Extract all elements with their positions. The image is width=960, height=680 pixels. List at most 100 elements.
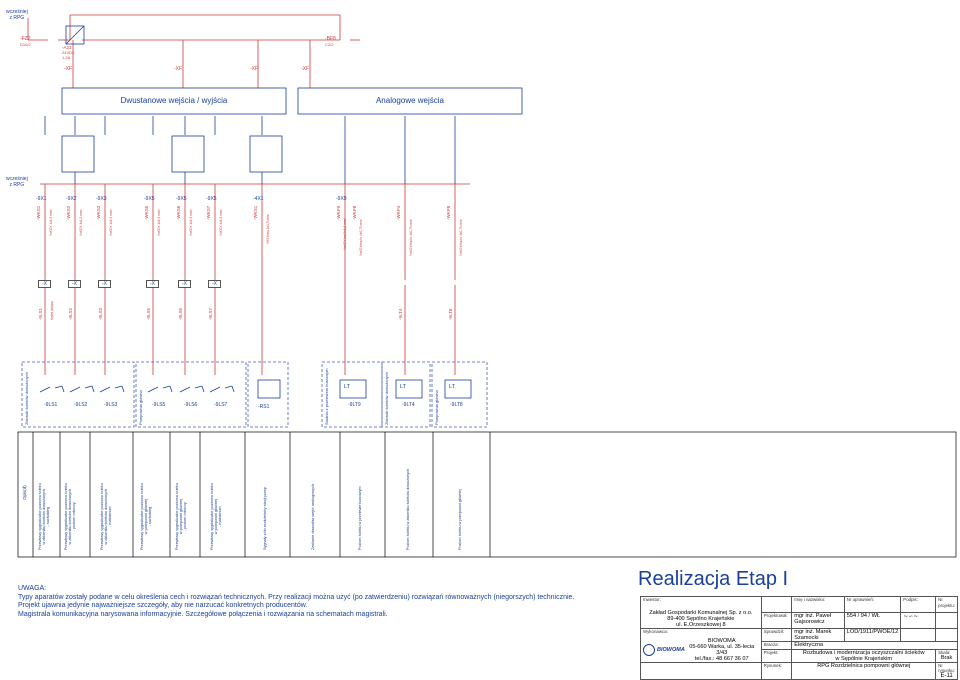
- level-switch-9ls7[interactable]: -9LS7: [214, 402, 228, 408]
- legend-col: Przewłowy sygnalizator poziomu ścieku w …: [64, 483, 76, 550]
- zone-label: Pompownia główna: [434, 390, 439, 425]
- drawing-value: RPG Rozdzielnica pompowni głównej: [817, 663, 911, 669]
- analog-io-module-label[interactable]: Analogowe wejścia: [375, 96, 445, 105]
- terminal-9x2[interactable]: -9X2: [66, 196, 77, 202]
- junction-x[interactable]: -X: [146, 280, 159, 288]
- junction-x[interactable]: -X: [98, 280, 111, 288]
- cable-type-label: YnKGY 4x1,5 mm²: [49, 209, 53, 236]
- legend-col: Przewłowy sygnalizator poziomu ścieku w …: [175, 483, 187, 550]
- sensor-cable-label: -9LS2: [68, 307, 73, 320]
- notes-line: Magistrala komunikacyjna narysowana info…: [18, 610, 388, 618]
- notes-title: UWAGA:: [18, 585, 47, 592]
- branch-value: Elektryczna: [794, 642, 824, 649]
- rs1-box: [257, 379, 281, 399]
- zone-label: Pompownia główna: [138, 390, 143, 425]
- breaker-fz2[interactable]: -FZ2: [20, 36, 31, 42]
- level-switch-9ls6[interactable]: -9LS6: [184, 402, 198, 408]
- junction-x[interactable]: -X: [178, 280, 191, 288]
- junction-x[interactable]: -X: [68, 280, 81, 288]
- terminal-9x5-b[interactable]: -9X5: [176, 196, 187, 202]
- lt-box-2: [395, 379, 423, 399]
- designer-name: mgr inż. Paweł Gajsorowicz: [794, 613, 831, 625]
- terminal-4x1[interactable]: -4X1: [253, 196, 264, 202]
- level-switch-9ls3[interactable]: -9LS3: [104, 402, 118, 408]
- cable-type-label: YnKGY 4x1,5 mm²: [189, 209, 193, 236]
- legend-col: Sygnały z/do rozdzielnicy stacji pomp: [263, 487, 267, 550]
- breaker-fz2-sub: D10/2: [20, 42, 31, 47]
- scale-value: Brak: [940, 654, 953, 661]
- legend-table: [17, 431, 957, 558]
- cable-label: -WKS7: [206, 205, 211, 220]
- level-transmitter-9lt4[interactable]: -9LT4: [402, 402, 415, 408]
- legend-col: Przewłowy sygnalizator poziomu ścieku w …: [140, 483, 152, 550]
- junction-x[interactable]: -X: [208, 280, 221, 288]
- blue-wiring: [21, 25, 523, 428]
- terminal-xf-1[interactable]: -XF: [64, 66, 73, 72]
- drawing-label: Rysunek:: [763, 663, 782, 668]
- junction-x[interactable]: -X: [38, 280, 51, 288]
- branch-label: Branża:: [763, 642, 779, 648]
- terminal-9x5-a[interactable]: -9X5: [144, 196, 155, 202]
- terminal-xf-2[interactable]: -XF: [174, 66, 183, 72]
- cable-type-label: YnKGY 4x1,5 mm²: [157, 209, 161, 236]
- rs1-label[interactable]: -RS1: [258, 404, 270, 410]
- notes-line: Typy aparatów zostały podane w celu okre…: [18, 593, 575, 601]
- level-switch-9ls2[interactable]: -9LS2: [74, 402, 88, 408]
- cable-type-label: YnKGY 4x1,5 mm²: [219, 209, 223, 236]
- terminal-9x1[interactable]: -9X1: [36, 196, 47, 202]
- role-checked: Sprawdził:: [763, 629, 784, 634]
- terminal-9x9[interactable]: -9X9: [336, 196, 347, 202]
- terminal-xf-3[interactable]: -XF: [250, 66, 259, 72]
- scale-label: Skala:: [938, 649, 951, 655]
- cable-label: -WKP9: [336, 205, 341, 220]
- analog-io-module-box: [297, 87, 523, 115]
- sheet-value: E-11: [940, 673, 953, 679]
- terminal-9x3[interactable]: -9X3: [96, 196, 107, 202]
- contractor-line: BIOWOMA: [707, 638, 736, 644]
- zone-box-4: [321, 361, 383, 428]
- cable-label: -WKS5: [144, 205, 149, 220]
- signature-cell: ~∽~: [900, 612, 937, 629]
- lt-box-label: LT: [344, 384, 351, 390]
- power-supply-a23[interactable]: -A23: [62, 45, 72, 50]
- terminal-xf-4[interactable]: -XF: [301, 66, 310, 72]
- level-transmitter-9lt9[interactable]: -9LT9: [348, 402, 361, 408]
- sensor-cable-label: -9LS3: [98, 307, 103, 320]
- investor-line: Zakład Gospodarki Komunalnej Sp. z o.o.: [649, 610, 753, 616]
- header-permission: Nr uprawnień:: [846, 597, 875, 602]
- breaker-bf8-sub: C2/2: [325, 42, 334, 47]
- breaker-bf8[interactable]: -BF8: [325, 36, 336, 42]
- lt-box-1: [339, 379, 367, 399]
- supply-label-top: wcześniej z RPG: [6, 9, 28, 21]
- signature-mark: ~∽~: [903, 613, 919, 620]
- biowoma-logo-text: BIOWOMA: [657, 647, 685, 653]
- sensor-cable-label: -9LT4: [398, 308, 403, 320]
- cable-type-label: YnKGY 4x1,5 mm²: [109, 209, 113, 236]
- level-switch-9ls1[interactable]: -9LS1: [44, 402, 58, 408]
- zone-label: Zbiornik ścieków dowożonych: [24, 372, 29, 425]
- cable-label: -WKS1: [253, 205, 258, 220]
- power-supply-box: [65, 25, 85, 45]
- sensor-cable-label: -9LS6: [178, 307, 183, 320]
- contractor-line: 05-660 Warka, ul. 35-lecia 3/43: [689, 644, 755, 656]
- relay-box-3: [249, 135, 283, 173]
- contractor-label: Wykonawca:: [643, 629, 668, 634]
- project-value: Rozbudowa i modernizacja oczyszczalni śc…: [802, 649, 925, 662]
- cable-type-label: YnKGY 4x1,5 mm²: [79, 209, 83, 236]
- header-signature: Podpis:: [903, 597, 918, 602]
- sheet-label: Nr rysunku:: [938, 663, 955, 673]
- lt-box-label: LT: [400, 384, 407, 390]
- header-name: Imię i nazwisko:: [794, 597, 826, 602]
- zone-label: Studnia z przelewem burzowym: [324, 368, 329, 425]
- zone-label: Zbiornik ścieków dowożonych: [384, 372, 389, 425]
- legend-col: Poziom ścieku w przelewie burzowym: [358, 486, 362, 550]
- terminal-9x5-c[interactable]: -9X5: [206, 196, 217, 202]
- cable-type-label: YnKGY-kat 3x1,5 mm²: [343, 218, 347, 250]
- level-switch-9ls5[interactable]: -9LS5: [152, 402, 166, 408]
- cable-label: -WKP8: [446, 205, 451, 220]
- level-transmitter-9lt8[interactable]: -9LT8: [450, 402, 463, 408]
- relay-box-2: [171, 135, 205, 173]
- digital-io-module-label[interactable]: Dwustanowe wejścia / wyjścia: [120, 96, 228, 105]
- power-supply-a23-sub: 24VDC 1,2A: [62, 50, 75, 60]
